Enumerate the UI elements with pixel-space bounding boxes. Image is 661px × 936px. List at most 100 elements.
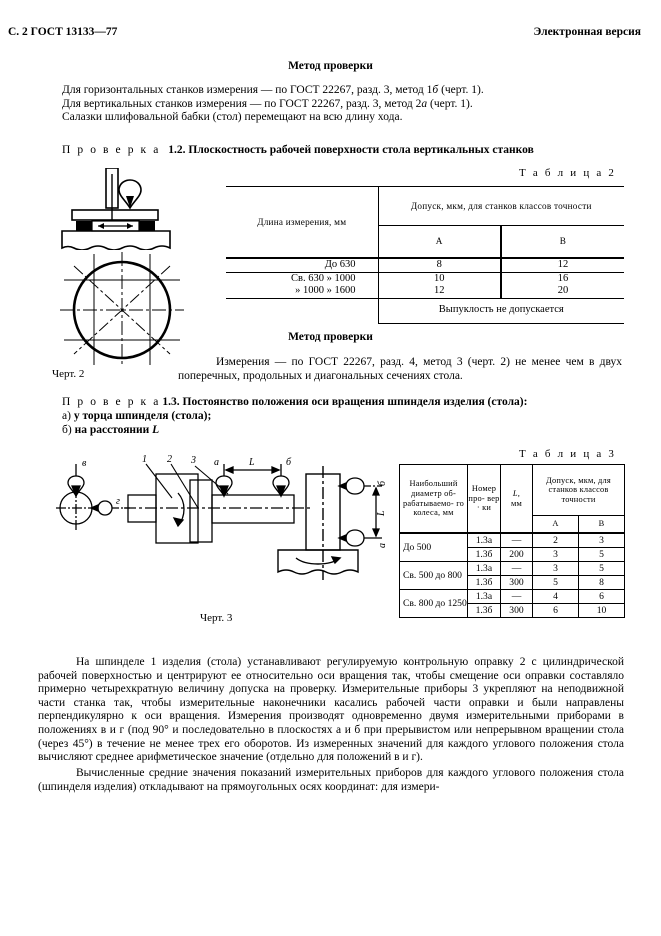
figure-2-caption: Черт. 2 [52, 368, 85, 380]
table-3-a-6: 6 [532, 603, 579, 618]
table-3-col3-symbol: L, [512, 488, 521, 498]
table-row: До 500 1.3а — 2 3 [399, 532, 625, 562]
method-1-line-2: Для вертикальных станков измерения — по … [62, 97, 422, 110]
table-2-length-3: » 1000 » 1600 [226, 285, 379, 299]
table-3-diameter-3: Св. 500 до 800 [399, 561, 468, 590]
table-2-a-1: 8 [377, 256, 502, 273]
table-3-a-3: 3 [532, 561, 579, 576]
table-3-L-6: 300 [500, 603, 533, 618]
table-row: Св. 500 до 800 1.3а — 3 5 [399, 561, 625, 590]
figure-3-label-right-L: L [376, 510, 387, 517]
table-3-label: Т а б л и ц а 3 [519, 448, 617, 460]
table-2-length-2: Св. 630 » 1000 [226, 272, 379, 286]
table-3-col3-unit: мм [511, 498, 522, 508]
table-3-header-row-1: Наибольший диаметр об- рабатываемо- го к… [399, 464, 625, 534]
header-right-edition-note: Электронная версия [533, 26, 641, 38]
table-3-b-4: 8 [578, 575, 625, 590]
table-3-group-header: Допуск, мкм, для станков классов точност… [532, 464, 625, 516]
table-3-class-b-header: В [578, 515, 625, 534]
method-1-line-1-italic: б [432, 84, 439, 96]
table-3-diameter-5: Св. 800 до 1250 [399, 589, 468, 618]
table-2-footnote: Выпуклость не допускается [377, 297, 624, 324]
table-3-check-6: 1.3б [467, 603, 501, 618]
table-3-L-5: — [500, 589, 533, 604]
method-1-line-3: Салазки шлифовальной бабки (стол) переме… [62, 111, 403, 124]
table-3-L-4: 300 [500, 575, 533, 590]
method-1-line-2-tail: (черт. 1). [427, 97, 473, 110]
table-3-header-row-2: А В [400, 515, 625, 534]
table-2: Длина измерения, мм Допуск, мкм, для ста… [226, 186, 624, 324]
table-3: Наибольший диаметр об- рабатываемо- го к… [399, 464, 625, 618]
method-heading-1: Метод проверки [288, 60, 373, 72]
table-2-class-a-header: А [377, 225, 502, 259]
method-2-body: Измерения — по ГОСТ 22267, разд. 4, мето… [178, 356, 622, 382]
table-3-check-2: 1.3б [467, 547, 501, 562]
table-row: Св. 630 » 1000 10 16 [226, 272, 624, 286]
figure-3-label-dim-L: L [248, 457, 255, 468]
figure-3-label-plane-b: б [286, 457, 292, 468]
table-3-col2-header: Номер про- вер · ки [467, 464, 501, 534]
check-1-3-item-a-marker: а) [62, 410, 71, 422]
table-2-header-row-2: А В [226, 225, 624, 259]
table-3-b-2: 5 [578, 547, 625, 562]
figure-3-label-1: 1 [142, 454, 147, 465]
figure-3-label-right-b: б [377, 480, 388, 486]
table-2-a-3: 12 [377, 285, 502, 299]
check-1-2-number: 1.2. [168, 144, 186, 156]
check-1-3-item-b-symbol: L [152, 424, 160, 436]
check-1-2-title: Плоскостность рабочей поверхности стола … [188, 144, 534, 156]
header-left-standard-id: С. 2 ГОСТ 13133—77 [8, 26, 118, 38]
table-3-a-5: 4 [532, 589, 579, 604]
figure-3-diagram: в г 1 2 3 а L б б L а [38, 450, 400, 600]
table-2-header-row-1: Длина измерения, мм Допуск, мкм, для ста… [226, 186, 624, 259]
figure-3-label-v: в [82, 458, 87, 469]
figure-3-label-2: 2 [167, 454, 172, 465]
method-1-body: Для горизонтальных станков измерения — п… [62, 84, 602, 125]
method-1-line-1: Для горизонтальных станков измерения — п… [62, 84, 433, 96]
table-row: » 1000 » 1600 12 20 [226, 285, 624, 299]
check-1-2-heading: П р о в е р к а 1.2. Плоскостность рабоч… [62, 144, 622, 158]
table-3-L-3: — [500, 561, 533, 576]
table-2-class-b-header: В [500, 225, 624, 259]
table-3-col1-header: Наибольший диаметр об- рабатываемо- го к… [399, 464, 468, 534]
check-1-3-item-b-marker: б) [62, 424, 72, 436]
table-2-length-1: До 630 [226, 256, 379, 273]
body-paragraph-1: На шпинделе 1 изделия (стола) устанавлив… [38, 656, 624, 764]
table-row: Св. 800 до 1250 1.3а — 4 6 [399, 589, 625, 618]
figure-3-label-3: 3 [190, 455, 196, 466]
table-3-col3-header: L, мм [500, 464, 533, 534]
figure-3-caption: Черт. 3 [200, 612, 233, 624]
check-1-2-prefix: П р о в е р к а [62, 144, 161, 156]
table-3-a-1: 2 [532, 532, 579, 548]
body-paragraph-2: Вычисленные средние значения показаний и… [38, 767, 624, 793]
page-header: С. 2 ГОСТ 13133—77 Электронная версия [0, 26, 661, 42]
table-2-b-2: 16 [500, 272, 624, 286]
method-heading-2: Метод проверки [288, 331, 373, 343]
table-2-b-1: 12 [500, 256, 624, 273]
check-1-3-title: Постоянство положения оси вращения шпинд… [182, 396, 528, 408]
table-2-footnote-row: Выпуклость не допускается [226, 297, 624, 324]
table-3-check-1: 1.3а [467, 532, 501, 548]
method-1-line-2-italic: а [421, 97, 428, 110]
table-2-col1-header: Длина измерения, мм [226, 186, 379, 259]
table-3-check-5: 1.3а [467, 589, 501, 604]
table-3-diameter-1: До 500 [399, 532, 468, 562]
table-3-check-3: 1.3а [467, 561, 501, 576]
table-3-L-2: 200 [500, 547, 533, 562]
check-1-3-item-b: б) на расстоянии L [62, 424, 159, 438]
figure-3-label-g: г [116, 496, 120, 507]
table-2-a-2: 10 [377, 272, 502, 286]
check-1-3-item-a: а) у торца шпинделя (стола); [62, 410, 211, 424]
table-3-a-4: 5 [532, 575, 579, 590]
table-2-label: Т а б л и ц а 2 [519, 167, 617, 179]
table-3-check-4: 1.3б [467, 575, 501, 590]
table-3-b-3: 5 [578, 561, 625, 576]
table-3-b-6: 10 [578, 603, 625, 618]
figure-3-label-right-a: а [377, 543, 388, 548]
table-3-b-1: 3 [578, 532, 625, 548]
method-1-line-1-tail: (черт. 1). [438, 84, 484, 96]
figure-2-plan-view [52, 252, 192, 367]
figure-3-label-plane-a: а [214, 457, 219, 468]
